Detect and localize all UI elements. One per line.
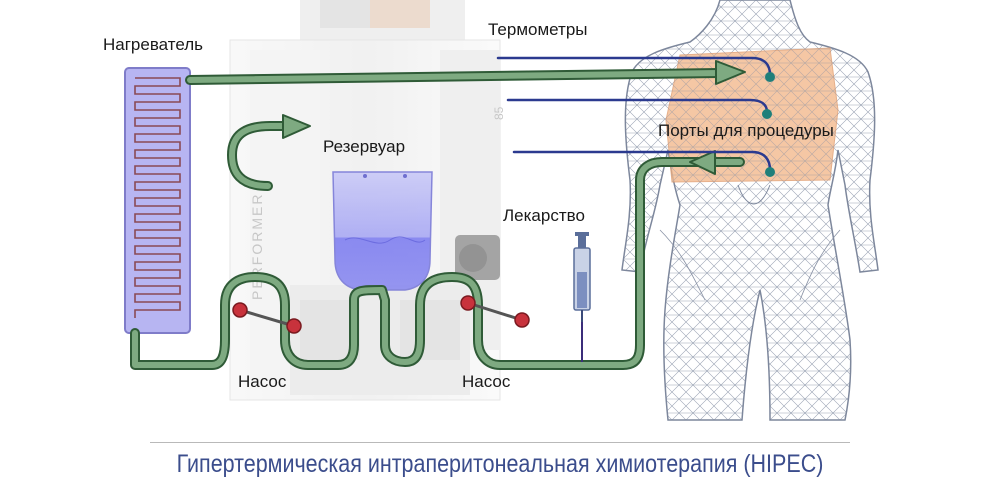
heater-coil bbox=[134, 77, 181, 318]
port-dot-2 bbox=[762, 109, 772, 119]
heater-label: Нагреватель bbox=[103, 35, 204, 54]
heater bbox=[124, 67, 191, 334]
drug-label: Лекарство bbox=[503, 206, 585, 225]
ports-label: Порты для процедуры bbox=[658, 121, 834, 140]
machine-brand-text: PERFORMER bbox=[249, 193, 265, 300]
port-dot-3 bbox=[765, 167, 775, 177]
recirculation-arrow bbox=[282, 114, 311, 139]
pump-left-rotor bbox=[232, 302, 302, 334]
perfusion-machine: PERFORMER 85 bbox=[229, 0, 506, 401]
caption-divider bbox=[150, 442, 850, 443]
pump-right-rotor bbox=[460, 295, 530, 328]
tubing-circuit bbox=[130, 60, 746, 370]
thermometers-label: Термометры bbox=[488, 20, 588, 39]
return-arrow bbox=[689, 150, 716, 175]
syringe-icon bbox=[573, 232, 591, 362]
inflow-arrow bbox=[715, 60, 746, 85]
pump-right-label: Насос bbox=[462, 372, 511, 391]
svg-text:85: 85 bbox=[492, 106, 506, 120]
port-dot-1 bbox=[765, 72, 775, 82]
reservoir-label: Резервуар bbox=[323, 137, 406, 156]
reservoir-bag bbox=[332, 171, 433, 291]
diagram-caption: Гипертермическая интраперитонеальная хим… bbox=[176, 450, 824, 478]
pump-left-label: Насос bbox=[238, 372, 287, 391]
